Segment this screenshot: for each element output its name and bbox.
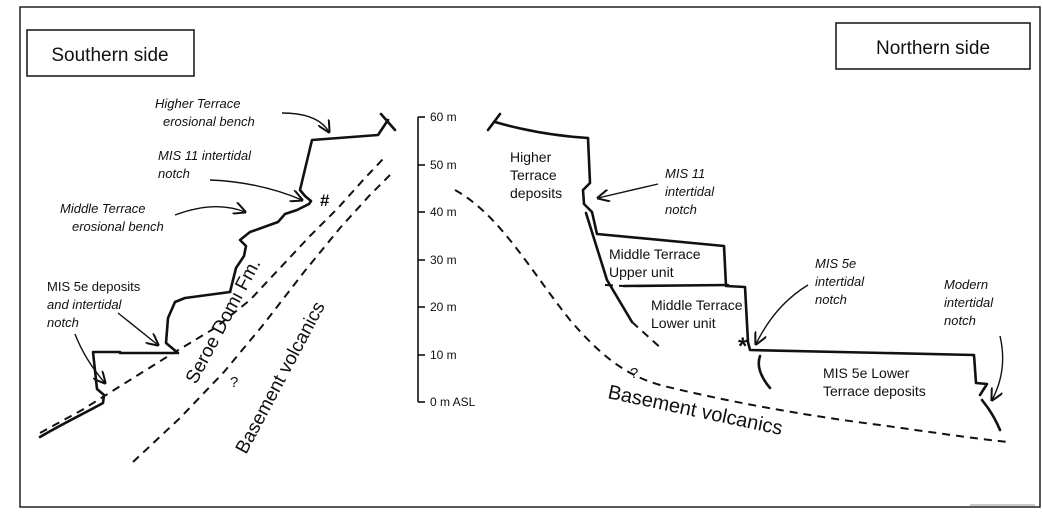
south-middle-terrace-line-2: erosional bench [72,219,164,234]
north-mis5e-lower-label: MIS 5e Lower Terrace deposits [823,365,926,399]
north-mis5e-notch-arrow [756,284,809,344]
south-basement-volcanics-label: Basement volcanics [232,298,330,457]
north-mis11-notch-label: MIS 11 intertidal notch [665,166,718,217]
northern-side-label: Northern side [876,38,990,59]
south-middle-terrace-label: Middle Terrace erosional bench [60,201,164,234]
north-contact-question-mark: ? [630,365,638,382]
scale-label-10: 10 m [430,348,457,362]
north-mis11-notch-arrow [598,183,659,198]
south-contact-question-mark: ? [230,374,238,391]
north-modern-notch-label: Modern intertidal notch [944,277,997,328]
south-mis11-notch-line-1: MIS 11 intertidal [158,148,252,163]
north-middle-lower-label: Middle Terrace Lower unit [651,297,746,331]
north-higher-line-2: Terrace [510,167,557,183]
north-modern-line-1: Modern [944,277,988,292]
south-mis5e-notch-arrow [117,312,158,345]
south-basement-contact [132,174,391,463]
south-cliff-profile [38,118,390,439]
north-mis5e-notch-slope [757,354,772,390]
north-higher-terrace-top [493,120,590,140]
figure-frame [19,6,1041,508]
north-lower-line-1: Middle Terrace [651,297,743,313]
south-higher-terrace-line-1: Higher Terrace [155,96,241,111]
south-mis5e-line-1: MIS 5e deposits [47,279,141,294]
south-seroe-domi-base [39,157,385,434]
south-mis5e-line-3: notch [47,315,79,330]
southern-side-label: Southern side [51,45,168,66]
north-modern-line-2: intertidal [944,295,994,310]
north-mis5e-lower-line-2: Terrace deposits [823,383,926,399]
north-mis5e-lower-line-1: MIS 5e Lower [823,365,910,381]
south-cliff-top-tick [379,112,397,132]
north-modern-notch-slope [980,398,1002,432]
north-upper-dash [604,284,625,287]
north-modern-line-3: notch [944,313,976,328]
north-higher-terrace-base [584,211,634,324]
south-mis11-notch-label: MIS 11 intertidal notch [158,148,255,181]
north-mis11-line-3: notch [665,202,697,217]
scale-label-60: 60 m [430,110,457,124]
north-higher-line-3: deposits [510,185,562,201]
scale-label-30: 30 m [430,253,457,267]
seroe-domi-formation-label: Seroe Domi Fm. [182,255,265,387]
south-higher-terrace-line-2: erosional bench [163,114,255,129]
north-mis5e-line-3: notch [815,292,847,307]
north-upper-line-1: Middle Terrace [609,246,701,262]
south-mis5e-deposits-arrow [74,333,105,383]
north-upper-line-2: Upper unit [609,264,674,280]
south-middle-terrace-line-1: Middle Terrace [60,201,146,216]
north-star-mark: * [738,333,748,360]
south-mis11-notch-arrow [209,179,302,200]
north-mis11-line-1: MIS 11 [665,166,705,181]
north-middle-upper-label: Middle Terrace Upper unit [609,246,704,280]
scale-label-0: 0 m ASL [430,395,476,409]
south-hash-mark: # [320,191,330,210]
south-mis5e-line-2: and intertidal [47,297,123,312]
southern-side-box [26,29,195,77]
north-upper-unit-base [622,283,730,288]
scale-label-20: 20 m [430,300,457,314]
north-mis11-line-2: intertidal [665,184,715,199]
north-modern-notch-arrow [992,335,1004,400]
north-basement-volcanics-label: Basement volcanics [606,381,785,440]
north-higher-terrace-base-dashed [631,321,664,351]
north-lower-line-2: Lower unit [651,315,716,331]
south-middle-terrace-arrow [174,207,245,216]
north-mis5e-line-2: intertidal [815,274,865,289]
elevation-scale: 60 m 50 m 40 m 30 m 20 m 10 m 0 m ASL [417,110,476,409]
scale-label-50: 50 m [430,158,457,172]
south-mis5e-deposits-label: MIS 5e deposits and intertidal notch [47,279,144,330]
north-higher-terrace-deposits-label: Higher Terrace deposits [510,149,562,201]
scale-label-40: 40 m [430,205,457,219]
northern-side-box [835,22,1031,70]
north-basement-contact [454,189,1009,443]
north-mis5e-notch-label: MIS 5e intertidal notch [815,256,868,307]
south-higher-terrace-arrow [281,112,329,132]
south-higher-terrace-label: Higher Terrace erosional bench [155,96,255,129]
north-mis5e-line-1: MIS 5e [815,256,856,271]
north-higher-line-1: Higher [510,149,552,165]
south-mis11-notch-line-2: notch [158,166,190,181]
